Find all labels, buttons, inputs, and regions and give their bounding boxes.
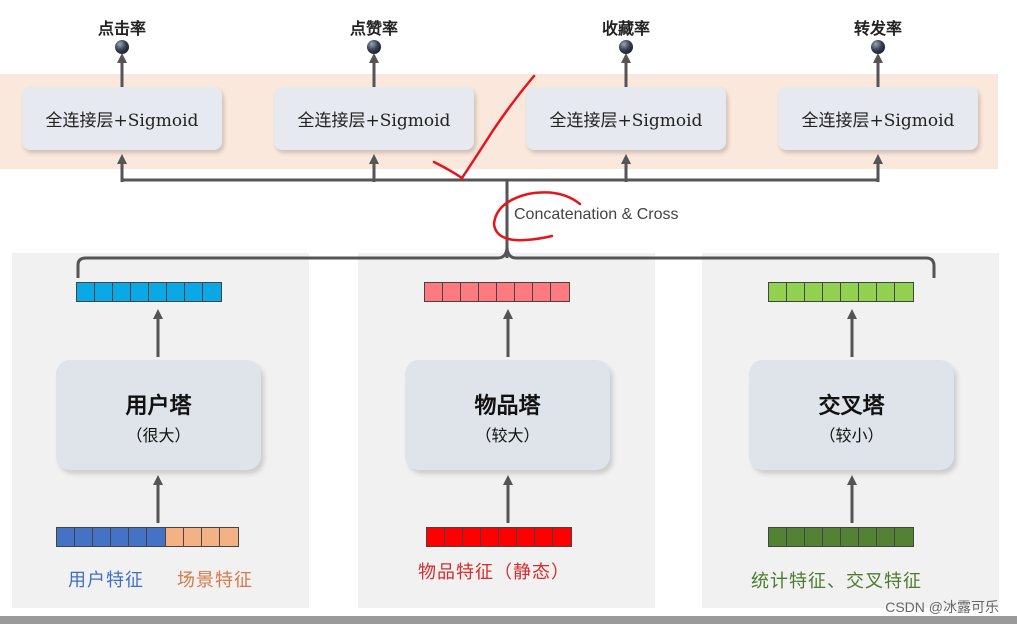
vector-cell <box>823 283 841 301</box>
bottom-scroll-bar <box>0 616 1017 624</box>
vector-cell <box>129 528 147 546</box>
user-tower-box: 用户塔 （很大） <box>56 360 261 470</box>
cross-tower-box: 交叉塔 （较小） <box>749 360 954 470</box>
vector-cell <box>551 283 569 301</box>
vector-cell <box>202 528 220 546</box>
vector-cell <box>147 528 165 546</box>
vector-cell <box>184 528 202 546</box>
vector-cell <box>479 283 497 301</box>
output-node-4 <box>871 40 885 54</box>
cross-tower-title: 交叉塔 <box>818 393 885 419</box>
target-label-2: 点赞率 <box>349 19 398 38</box>
vector-cell <box>859 283 877 301</box>
scene-feature-label: 场景特征 <box>177 570 253 591</box>
vector-cell <box>769 283 787 301</box>
user-tower-input-vector <box>56 527 239 547</box>
vector-cell <box>111 528 129 546</box>
item-tower-size: （较大） <box>475 426 540 445</box>
vector-cell <box>443 283 461 301</box>
output-node-3 <box>619 40 633 54</box>
vector-cell <box>463 528 481 546</box>
scene-feature-cells <box>165 527 239 547</box>
vector-cell <box>427 528 445 546</box>
user-feature-label: 用户特征 <box>68 570 144 591</box>
vector-cell <box>203 283 221 301</box>
vector-cell <box>497 283 515 301</box>
item-tower-output-vector <box>424 282 570 302</box>
vector-cell <box>787 528 805 546</box>
vector-cell <box>425 283 443 301</box>
fc-sigmoid-box-1: 全连接层+Sigmoid <box>22 87 222 150</box>
circle-annotation <box>492 191 582 242</box>
vector-cell <box>481 528 499 546</box>
stat-cross-feature-label: 统计特征、交叉特征 <box>751 571 922 592</box>
vector-cell <box>113 283 131 301</box>
vector-cell <box>859 528 877 546</box>
cross-tower-output-vector <box>768 282 914 302</box>
vector-cell <box>461 283 479 301</box>
target-label-3: 收藏率 <box>601 19 650 38</box>
watermark: CSDN @冰露可乐 <box>885 599 999 615</box>
user-tower-output-vector <box>76 282 222 302</box>
vector-cell <box>166 528 184 546</box>
vector-cell <box>877 283 895 301</box>
vector-cell <box>841 283 859 301</box>
vector-cell <box>805 528 823 546</box>
fc-sigmoid-box-4: 全连接层+Sigmoid <box>778 87 978 150</box>
concat-cross-label: Concatenation & Cross <box>514 206 679 223</box>
output-node-1 <box>115 40 129 54</box>
fc-sigmoid-box-2: 全连接层+Sigmoid <box>274 87 474 150</box>
vector-cell <box>93 528 111 546</box>
vector-cell <box>445 528 463 546</box>
cross-feature-input-vector <box>768 527 914 547</box>
vector-cell <box>895 283 913 301</box>
vector-cell <box>131 283 149 301</box>
check-mark-annotation <box>432 74 536 180</box>
vector-cell <box>805 283 823 301</box>
item-static-feature-label: 物品特征（静态） <box>418 562 570 583</box>
target-label-1: 点击率 <box>97 19 146 38</box>
vector-cell <box>185 283 203 301</box>
item-tower-title: 物品塔 <box>474 393 541 419</box>
vector-cell <box>787 283 805 301</box>
item-tower-box: 物品塔 （较大） <box>405 360 610 470</box>
vector-cell <box>77 283 95 301</box>
vector-cell <box>553 528 571 546</box>
vector-cell <box>533 283 551 301</box>
vector-cell <box>769 528 787 546</box>
vector-cell <box>895 528 913 546</box>
vector-cell <box>75 528 93 546</box>
vector-cell <box>167 283 185 301</box>
vector-cell <box>535 528 553 546</box>
vector-cell <box>149 283 167 301</box>
user-tower-size: （很大） <box>126 426 191 445</box>
vector-cell <box>517 528 535 546</box>
vector-cell <box>95 283 113 301</box>
vector-cell <box>515 283 533 301</box>
vector-cell <box>220 528 238 546</box>
vector-cell <box>877 528 895 546</box>
user-feature-cells <box>56 527 165 547</box>
cross-tower-size: （较小） <box>819 426 884 445</box>
item-feature-input-vector <box>426 527 572 547</box>
user-tower-title: 用户塔 <box>125 393 192 419</box>
output-node-2 <box>367 40 381 54</box>
fc-sigmoid-box-3: 全连接层+Sigmoid <box>526 87 726 150</box>
vector-cell <box>823 528 841 546</box>
target-label-4: 转发率 <box>853 19 902 38</box>
vector-cell <box>499 528 517 546</box>
vector-cell <box>57 528 75 546</box>
vector-cell <box>841 528 859 546</box>
